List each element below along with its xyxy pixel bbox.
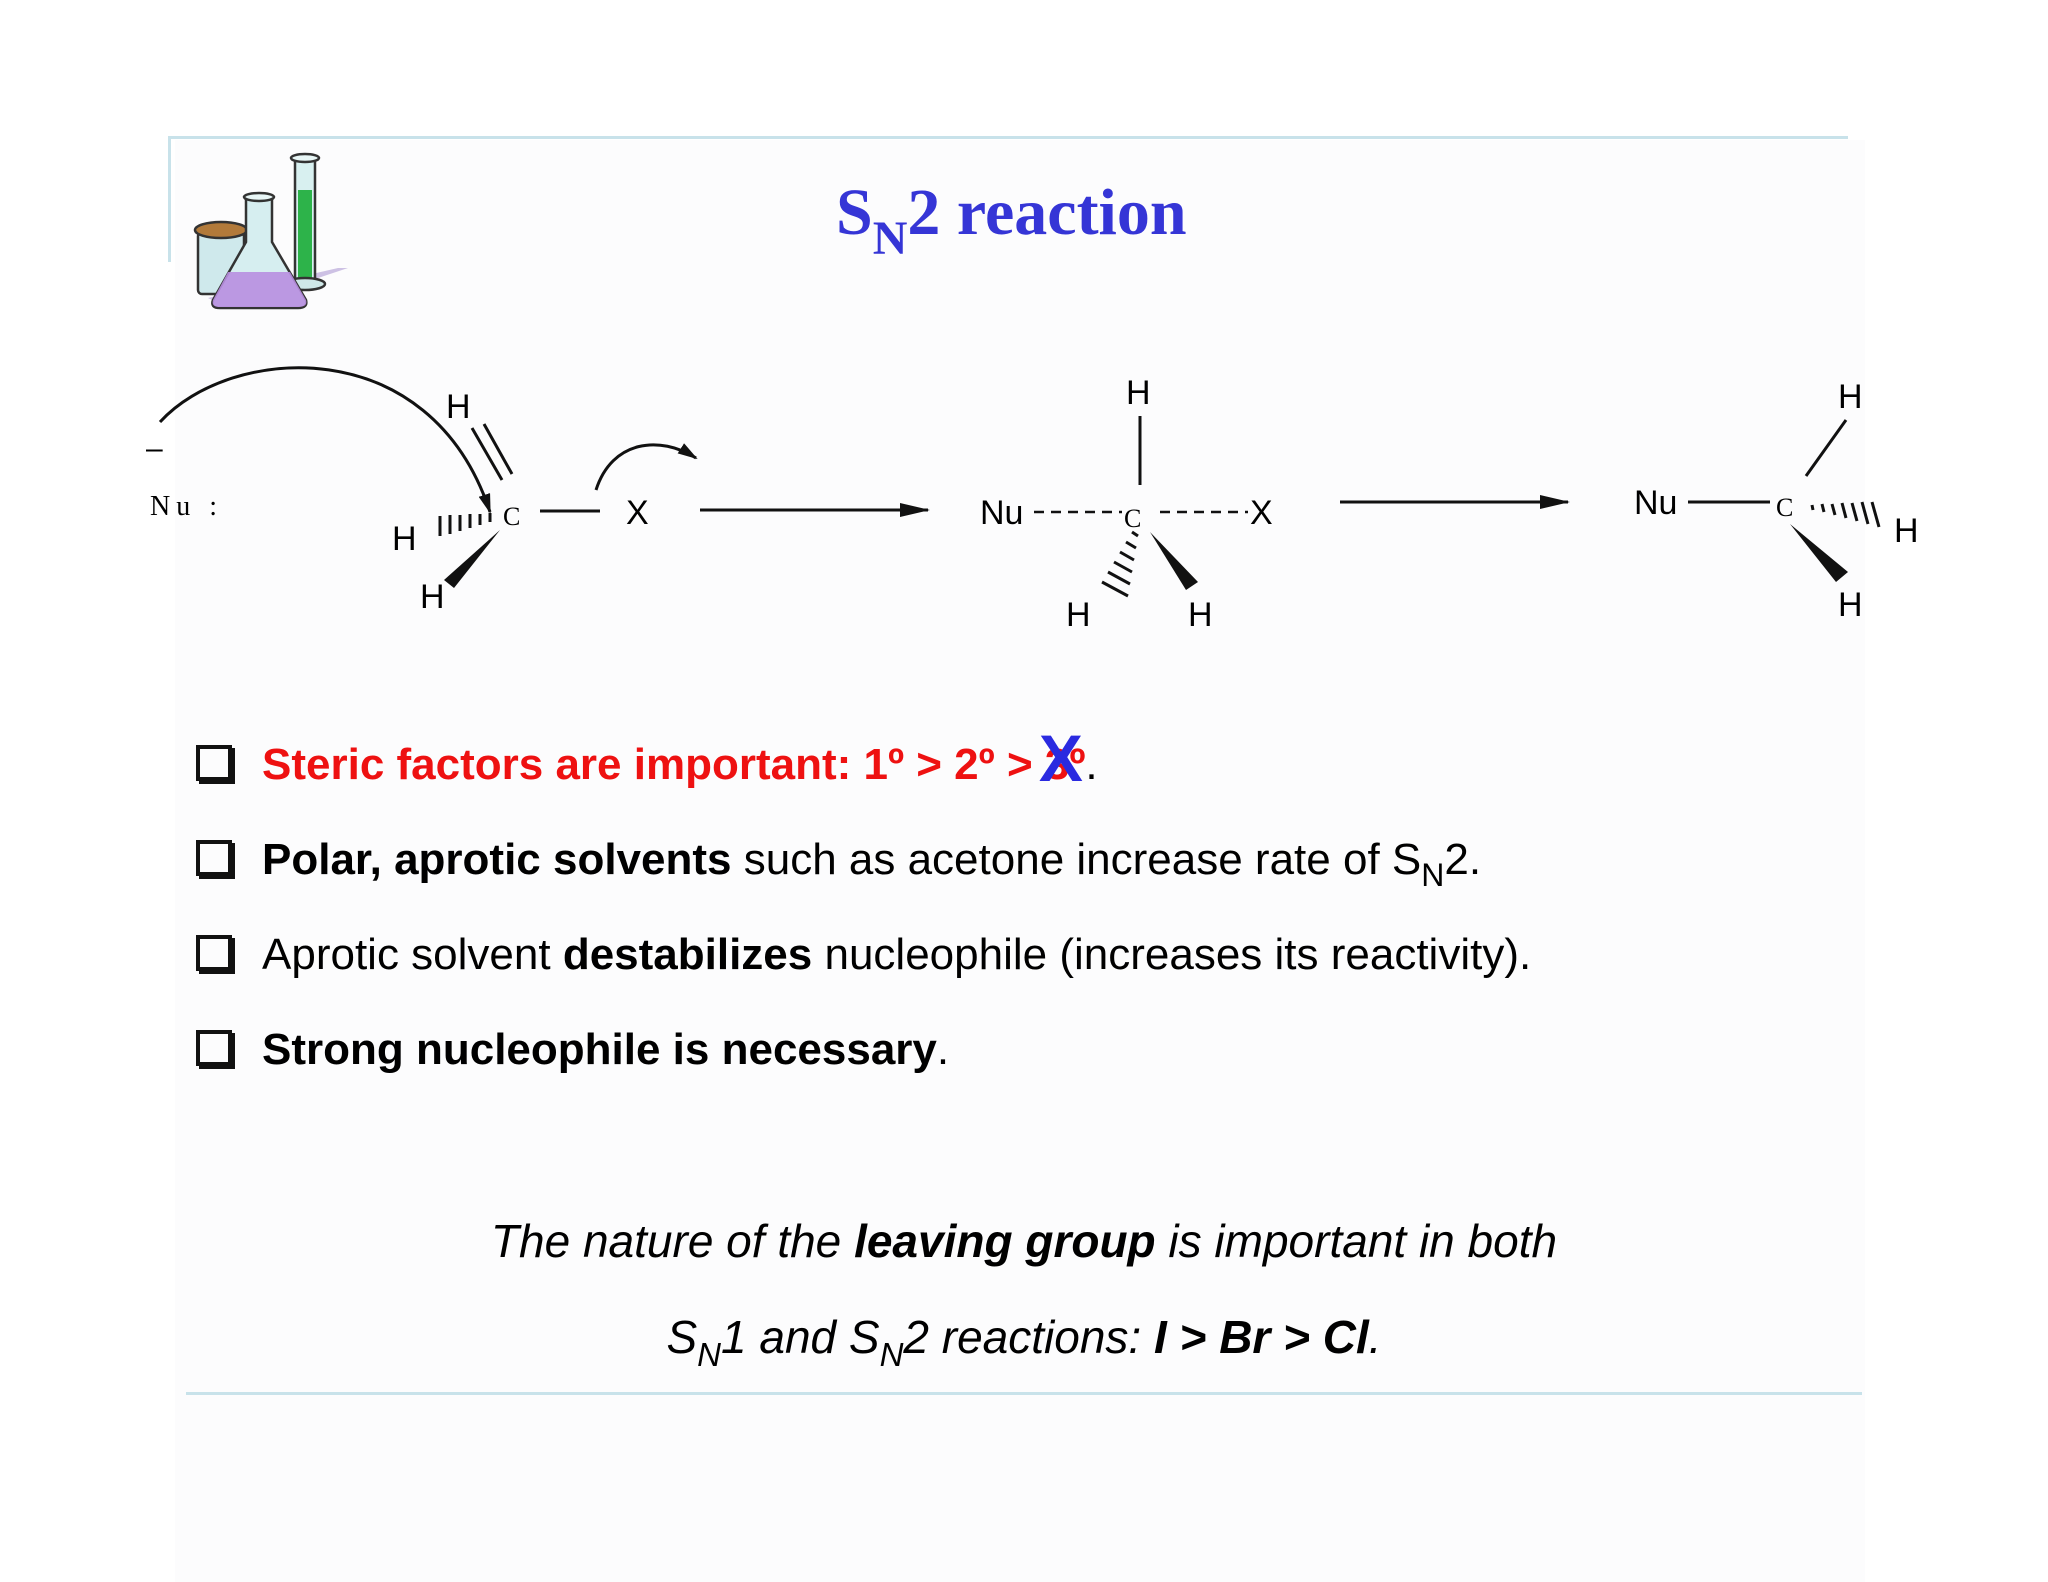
bullet-aprotic-bold: destabilizes <box>562 930 813 979</box>
bullet-solvents-text: such as acetone increase rate of S <box>731 835 1422 884</box>
nucleophile-label: Nu : <box>150 491 223 522</box>
bullet-steric-end: . <box>1085 740 1098 789</box>
slide-background <box>175 140 1865 1582</box>
ts-wedge-bond <box>1150 532 1198 590</box>
checkbox-bullet-icon <box>196 935 232 972</box>
bullet-list: Steric factors are important: 1º > 2º > … <box>196 721 1531 1110</box>
title-subscript-n: N <box>872 212 908 265</box>
product-carbon: C <box>1776 493 1793 522</box>
bullet-nucleophile: Strong nucleophile is necessary. <box>196 1015 1531 1110</box>
bullet-solvents: Polar, aprotic solvents such as acetone … <box>196 825 1531 920</box>
ts-carbon: C <box>1124 504 1141 533</box>
nucleophile-attack-arrow <box>158 366 492 514</box>
product-nu: Nu <box>1634 484 1677 522</box>
note-l2-end: . <box>1368 1311 1382 1363</box>
reactant-h-top: H <box>446 388 471 426</box>
bottom-rule <box>186 1392 1862 1395</box>
bullet-aprotic-pre: Aprotic solvent <box>262 930 563 979</box>
title-rest: 2 reaction <box>907 176 1187 249</box>
note-l2-n2: N <box>879 1336 904 1373</box>
reactant-wedge-bond <box>444 530 500 588</box>
bullet-steric: Steric factors are important: 1º > 2º > … <box>196 721 1531 825</box>
product-h-top: H <box>1838 378 1863 416</box>
note-line1-pre: The nature of the <box>490 1215 855 1267</box>
reactant-carbon: C <box>503 502 520 531</box>
note-l2-n1: N <box>697 1336 721 1373</box>
bullet-nucleophile-bold: Strong nucleophile is necessary <box>262 1025 937 1074</box>
bullet-nucleophile-end: . <box>936 1025 950 1074</box>
product-h-bottom: H <box>1838 586 1863 624</box>
reactant-leaving-group: X <box>626 494 649 532</box>
slide-title: SN2 reaction <box>836 175 1187 265</box>
nucleophile-charge: – <box>146 432 163 465</box>
subscript-n: N <box>1421 857 1445 893</box>
ts-nu: Nu <box>980 494 1023 532</box>
leaving-group-arrow <box>594 443 698 491</box>
note-l2-mid: 1 and S <box>721 1311 880 1363</box>
product-hashed-bond <box>1810 501 1881 528</box>
product-h-right: H <box>1894 512 1919 550</box>
sn2-reaction-scheme: – Nu : H C H H X Nu C X H H H Nu C <box>146 366 1919 634</box>
checkbox-bullet-icon <box>196 840 232 877</box>
reactant-hashed-bond <box>438 513 492 536</box>
cross-mark-icon: X <box>1038 721 1083 795</box>
title-s: S <box>836 176 873 249</box>
note-l2-post: 2 reactions: <box>903 1311 1154 1363</box>
leaving-group-note-line-2: SN1 and SN2 reactions: I > Br > Cl. <box>0 1310 2048 1373</box>
bullet-aprotic-post: nucleophile (increases its reactivity). <box>812 930 1532 979</box>
note-l2-s1: S <box>666 1311 698 1363</box>
ts-hashed-bond <box>1101 530 1139 598</box>
top-rule <box>168 136 1848 139</box>
note-line1-bold: leaving group <box>854 1215 1156 1267</box>
ts-x: X <box>1250 494 1273 532</box>
ts-h-bottom-left: H <box>1066 596 1091 634</box>
leaving-group-note-line-1: The nature of the leaving group is impor… <box>0 1214 2048 1268</box>
ts-h-top: H <box>1126 374 1151 412</box>
bullet-solvents-bold: Polar, aprotic solvents <box>262 835 732 884</box>
bullet-solvents-end: 2. <box>1444 835 1482 884</box>
left-rule <box>168 136 171 262</box>
bullet-aprotic: Aprotic solvent destabilizes nucleophile… <box>196 920 1531 1015</box>
checkbox-bullet-icon <box>196 1030 232 1067</box>
lab-glassware-icon <box>193 152 348 310</box>
note-l2-bold: I > Br > Cl <box>1154 1311 1369 1363</box>
tertiary-label: 3º <box>1044 740 1086 789</box>
reactant-h-left: H <box>392 520 417 558</box>
bullet-steric-text: Steric factors are important: 1º > 2º > <box>262 740 1045 789</box>
checkbox-bullet-icon <box>196 745 232 782</box>
reactant-h-bottom: H <box>420 578 445 616</box>
product-wedge-bond <box>1790 524 1848 582</box>
ts-h-bottom-right: H <box>1188 596 1213 634</box>
note-line1-post: is important in both <box>1155 1215 1558 1267</box>
